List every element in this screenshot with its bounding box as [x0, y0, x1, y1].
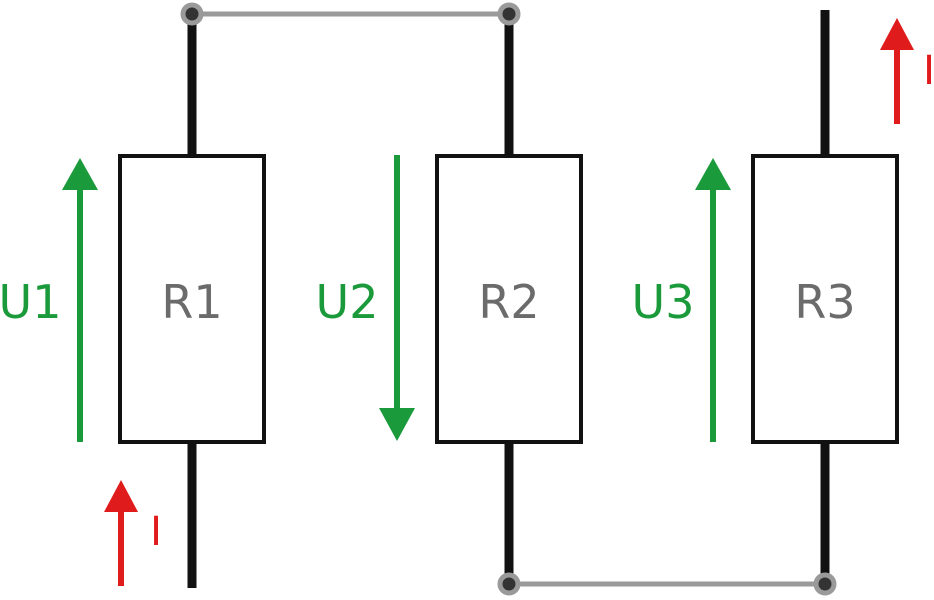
voltage-u1: U1 — [0, 158, 98, 442]
node-top-right — [497, 2, 521, 26]
current-arrow-right: I — [880, 18, 934, 124]
node-top-left — [180, 2, 204, 26]
voltage-u2: U2 — [316, 155, 415, 441]
resistor-r1-label: R1 — [161, 275, 222, 329]
wires — [187, 10, 830, 588]
current-arrow-left: I — [104, 480, 162, 586]
resistor-r1-body — [118, 154, 266, 444]
current-right-arrowhead — [880, 18, 914, 50]
voltage-u3-label: U3 — [632, 275, 695, 329]
current-left-arrowhead — [104, 480, 138, 512]
current-right-label: I — [923, 48, 934, 94]
resistor-r3-body — [751, 154, 899, 444]
voltage-u3: U3 — [632, 158, 731, 442]
voltage-u2-label: U2 — [316, 275, 379, 329]
voltage-u3-arrowhead — [695, 158, 731, 190]
bridges — [192, 11, 825, 587]
node-bottom-left — [497, 572, 521, 596]
current-left-label: I — [150, 509, 162, 555]
resistor-r3-label: R3 — [794, 275, 855, 329]
nodes — [180, 2, 837, 596]
node-bottom-right — [813, 572, 837, 596]
resistor-r1: R1 — [118, 154, 266, 444]
voltage-u1-arrowhead — [62, 158, 98, 190]
resistor-r3: R3 — [751, 154, 899, 444]
resistor-r2: R2 — [435, 154, 583, 444]
voltage-u1-label: U1 — [0, 275, 61, 329]
voltage-u2-arrowhead — [379, 408, 415, 441]
resistor-r2-body — [435, 154, 583, 444]
resistor-r2-label: R2 — [478, 275, 539, 329]
